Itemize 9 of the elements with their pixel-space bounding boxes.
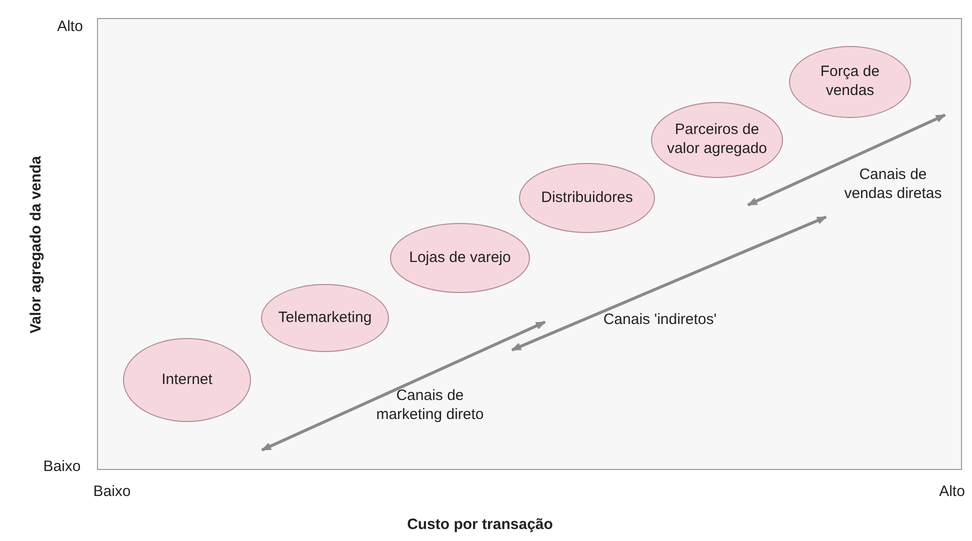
axis-tick-label: Baixo xyxy=(92,482,132,502)
arrow-label: Canais 'indiretos' xyxy=(602,310,718,330)
axis-title: Valor agregado da venda xyxy=(26,154,46,336)
axis-tick-label: Alto xyxy=(56,17,84,36)
axis-title: Custo por transação xyxy=(406,515,554,534)
axis-tick-label: Alto xyxy=(938,482,966,502)
arrow-label: Canais de marketing direto xyxy=(375,386,485,424)
axis-tick-label: Baixo xyxy=(42,457,82,476)
arrow-label: Canais de vendas diretas xyxy=(843,164,943,204)
